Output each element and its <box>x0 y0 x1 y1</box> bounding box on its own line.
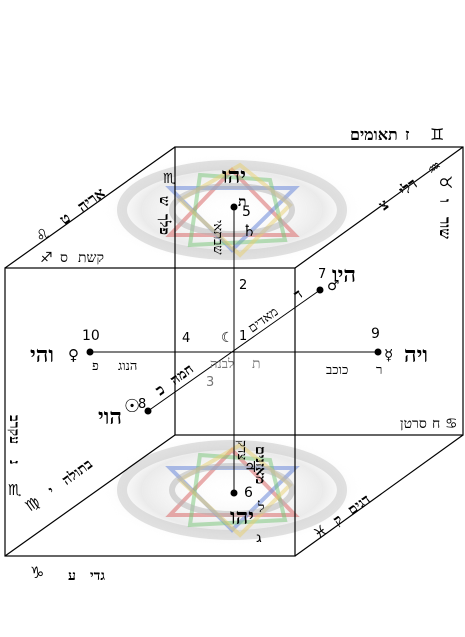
capricorn-name: גדי <box>90 568 105 584</box>
venus-name: הנוג <box>118 359 137 374</box>
number-4: 4 <box>182 331 190 346</box>
sagittarius-letter: ס <box>60 250 68 266</box>
mars-letter: ד <box>291 286 306 303</box>
top-face-number: 5 <box>242 204 251 220</box>
aquarius-name: דלי <box>395 174 420 199</box>
virgo-letter: י <box>46 484 58 499</box>
mercury-number: 9 <box>371 326 380 342</box>
number-2: 2 <box>239 278 247 293</box>
sun-letter: כ <box>152 380 169 399</box>
cancer-name: סרטן <box>400 416 427 432</box>
jupiter-name: צדק <box>234 440 249 460</box>
gemini-letter: ז <box>405 125 410 144</box>
gemini-name: תאומים <box>350 125 398 144</box>
dot-9 <box>374 348 382 356</box>
top-vertical-icon: ♏ <box>163 171 176 187</box>
inner-axes <box>90 207 378 493</box>
bottom-face-name: יהו <box>230 504 254 530</box>
scorpio-letter: נ <box>6 460 22 465</box>
mars-face-name: היו <box>332 262 356 288</box>
mars-icon: ♂ <box>327 278 340 294</box>
scorpio-icon: ♏ <box>8 481 22 499</box>
dot-6 <box>230 489 238 497</box>
taurus-letter: ו <box>436 199 454 203</box>
venus-icon: ♀ <box>68 346 79 364</box>
dot-10 <box>86 348 94 356</box>
libra-name: מאזנים <box>252 446 268 484</box>
mars-name: מאדים <box>246 304 282 336</box>
jupiter-icon: ♃ <box>244 458 257 476</box>
top-face-emblem <box>102 154 362 266</box>
top-vertical-name: פלך <box>156 214 172 235</box>
saturn-name: שבתאי <box>210 220 225 255</box>
bottom-face-emblem <box>102 434 362 546</box>
sun-face-name: הוי <box>98 404 122 430</box>
bottom-face-number: 6 <box>244 485 253 501</box>
number-1: 1 <box>239 329 247 344</box>
mercury-name: כוכב <box>326 363 348 378</box>
moon-letter: ת <box>252 356 261 372</box>
libra-letter: ל <box>257 500 265 516</box>
venus-number: 10 <box>82 328 100 344</box>
sun-number: 8 <box>138 397 146 412</box>
top-face-letter: ת <box>238 194 247 210</box>
libra-icon: ג <box>256 530 262 546</box>
right-face-name: ויה <box>404 342 428 368</box>
top-vertical-letter: ש <box>156 196 172 206</box>
moon-icon: ☾ <box>221 330 234 346</box>
capricorn-icon: ♑ <box>30 563 44 582</box>
left-face-name: והי <box>30 342 54 368</box>
cube-edges <box>4 146 464 557</box>
taurus-name: שור <box>436 217 454 239</box>
sun-icon: ☉ <box>124 396 140 417</box>
cancer-letter: ח <box>432 416 440 432</box>
dot-7 <box>316 286 324 294</box>
leo-icon: ♌ <box>32 224 53 246</box>
leo-letter: ט <box>56 209 74 229</box>
capricorn-letter: ע <box>68 568 76 584</box>
taurus-icon: ♉ <box>436 175 455 189</box>
venus-letter: פ <box>92 359 99 374</box>
aquarius-letter: צ <box>375 195 392 214</box>
dot-5 <box>230 203 238 211</box>
sagittarius-icon: ♐ <box>40 250 53 266</box>
cancer-icon: ♋ <box>445 416 458 432</box>
top-face-name: יהו <box>222 163 246 189</box>
moon-name: לבנה <box>210 357 234 372</box>
mercury-icon: ☿ <box>384 346 393 364</box>
vertex-dots <box>86 203 382 497</box>
mars-number: 7 <box>318 267 326 282</box>
virgo-name: בתולה <box>59 456 96 489</box>
gemini-icon: ♊ <box>430 125 444 144</box>
saturn-icon: ♄ <box>242 221 256 240</box>
scorpio-name: עקרב <box>6 415 22 444</box>
virgo-icon: ♍ <box>22 493 43 515</box>
sun-name: חמה <box>168 361 197 388</box>
dot-8 <box>144 407 152 415</box>
sagittarius-name: קשת <box>78 250 104 266</box>
mercury-letter: ר <box>376 363 382 378</box>
number-3: 3 <box>206 375 214 390</box>
